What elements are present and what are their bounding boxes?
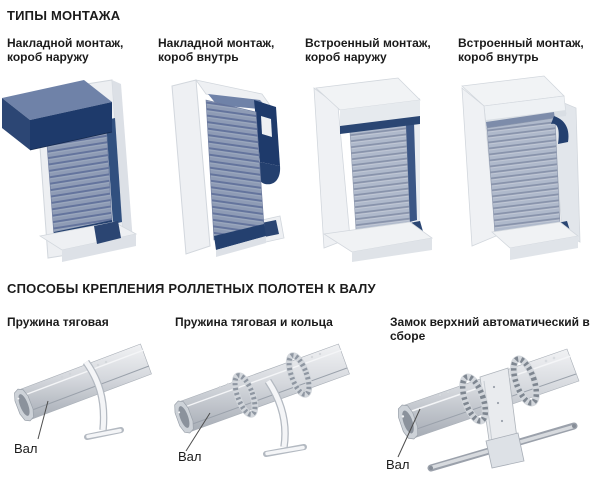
callout-line — [37, 400, 49, 440]
figure-shaft-top-lock-assembly: Вал — [378, 337, 598, 485]
window-sill — [322, 221, 433, 262]
label-surface-mount-box-outside: Накладной монтаж, короб наружу — [7, 36, 124, 64]
traction-spring — [82, 359, 124, 440]
label-traction-spring: Пружина тяговая — [7, 315, 109, 329]
shaft-callout-label: Вал — [178, 449, 202, 464]
label-surface-mount-box-inside: Накладной монтаж, короб внутрь — [158, 36, 275, 64]
figure-surface-mount-box-inside — [148, 74, 296, 264]
shutter-curtain — [349, 122, 417, 231]
roller-box — [208, 94, 281, 185]
retaining-ring — [459, 373, 489, 425]
callout-line — [185, 412, 211, 452]
retaining-ring — [285, 352, 313, 398]
figure-surface-mount-box-outside — [0, 74, 145, 264]
guide-bracket — [551, 116, 569, 144]
shaft-callout-label: Вал — [14, 441, 38, 456]
roller-box-lintel — [315, 77, 421, 134]
figure-shaft-spring-and-rings: Вал — [162, 337, 370, 485]
label-traction-spring-and-rings: Пружина тяговая и кольца — [175, 315, 333, 329]
callout-line — [397, 408, 421, 458]
shutter-curtain — [486, 112, 569, 235]
label-built-in-mount-box-outside: Встроенный монтаж, короб наружу — [305, 36, 431, 64]
shaft-end-cap — [174, 400, 194, 434]
label-top-automatic-lock-assembly: Замок верхний автоматический в сборе — [390, 315, 590, 343]
shutter-curtain — [205, 99, 266, 257]
guide-rail — [106, 118, 122, 224]
lock-strap — [479, 367, 525, 469]
figure-built-in-mount-box-inside — [448, 74, 593, 264]
octagonal-shaft — [14, 343, 152, 422]
shaft-callout-label: Вал — [386, 457, 410, 472]
section-title-shaft-fastening: СПОСОБЫ КРЕПЛЕНИЯ РОЛЛЕТНЫХ ПОЛОТЕН К ВА… — [7, 281, 376, 296]
retaining-ring — [510, 355, 540, 407]
octagonal-shaft — [174, 343, 350, 434]
window-sill — [38, 221, 138, 262]
traction-spring — [263, 378, 307, 457]
figure-built-in-mount-box-outside — [300, 74, 445, 264]
section-title-mount-types: ТИПЫ МОНТАЖА — [7, 8, 121, 23]
shaft-end-cap — [14, 388, 34, 422]
roller-box — [2, 80, 113, 151]
figure-shaft-traction-spring: Вал — [0, 337, 168, 485]
window-sill — [491, 221, 579, 260]
retaining-ring — [231, 372, 259, 418]
label-built-in-mount-box-inside: Встроенный монтаж, короб внутрь — [458, 36, 584, 64]
